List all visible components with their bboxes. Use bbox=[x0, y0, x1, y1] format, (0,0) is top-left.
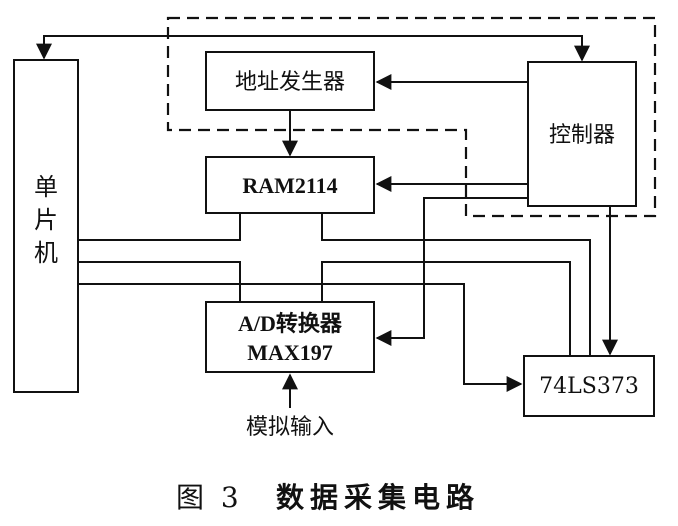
adc-label-line1: A/D转换器 bbox=[238, 311, 343, 336]
mcu-controller-link bbox=[36, 35, 590, 62]
latch-block: 74LS373 bbox=[523, 355, 655, 417]
address-generator-block: 地址发生器 bbox=[205, 51, 375, 111]
dashed-control-boundary bbox=[166, 16, 657, 218]
adc-block: A/D转换器 MAX197 bbox=[205, 301, 375, 373]
mcu-label-char-3: 机 bbox=[34, 239, 58, 267]
mcu-ram-bus bbox=[78, 213, 241, 241]
mcu-to-latch-arrow bbox=[78, 283, 523, 392]
figure-number: 图 3 bbox=[176, 481, 243, 514]
controller-label: 控制器 bbox=[549, 123, 615, 148]
ram-label: RAM2114 bbox=[242, 173, 337, 198]
ram-block: RAM2114 bbox=[205, 156, 375, 214]
address-generator-label: 地址发生器 bbox=[235, 70, 345, 95]
mcu-label-char-1: 单 bbox=[34, 173, 58, 201]
adc-label-line2: MAX197 bbox=[247, 340, 333, 365]
latch-label: 74LS373 bbox=[539, 374, 639, 399]
ram-latch-bus bbox=[321, 213, 591, 356]
figure-title: 数据采集电路 bbox=[276, 481, 480, 514]
adc-latch-bus bbox=[321, 261, 571, 356]
mcu-block: 单 片 机 bbox=[13, 59, 79, 393]
controller-block: 控制器 bbox=[527, 61, 637, 207]
mcu-adc-bus bbox=[78, 261, 241, 302]
controller-to-adc-arrow bbox=[375, 197, 528, 346]
analog-input-label: 模拟输入 bbox=[246, 415, 334, 440]
mcu-label-char-2: 片 bbox=[34, 206, 58, 234]
